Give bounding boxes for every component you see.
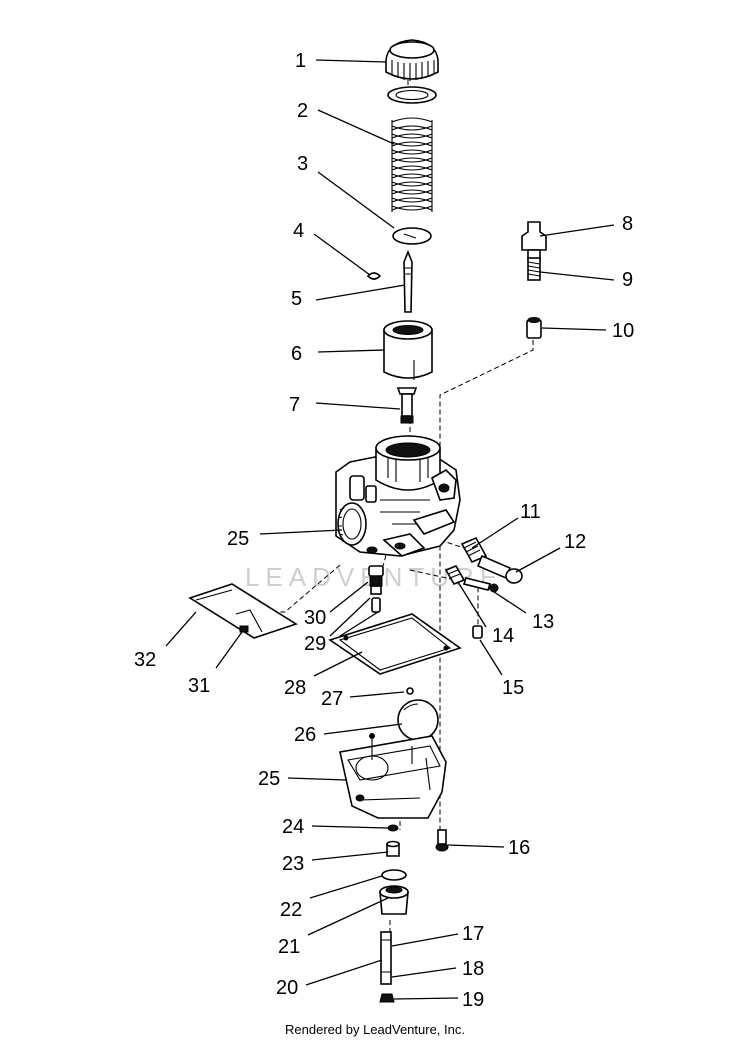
part-needle-valve	[406, 687, 414, 695]
part-carburetor-body	[335, 435, 461, 557]
part-throttle-slide	[383, 320, 433, 380]
part-vent-plate	[188, 583, 298, 639]
part-float-bowl	[339, 733, 447, 819]
part-cap	[385, 39, 439, 81]
callout-17: 17	[462, 923, 484, 945]
part-washer	[387, 86, 437, 104]
callout-21: 21	[278, 936, 300, 958]
callout-12: 12	[564, 531, 586, 553]
callout-30: 30	[304, 607, 326, 629]
callout-8: 8	[622, 213, 633, 235]
part-float	[397, 699, 439, 741]
part-spring	[391, 117, 433, 218]
callout-15: 15	[502, 677, 524, 699]
rendered-by-footer: Rendered by LeadVenture, Inc.	[285, 1022, 465, 1037]
callout-16: 16	[508, 837, 530, 859]
part-gasket	[328, 613, 462, 675]
part-e-clip	[366, 272, 382, 280]
callout-31: 31	[188, 675, 210, 697]
callout-19: 19	[462, 989, 484, 1011]
callout-28: 28	[284, 677, 306, 699]
part-jet-needle	[403, 249, 413, 313]
callout-23: 23	[282, 853, 304, 875]
callout-11: 11	[520, 501, 541, 523]
callout-22: 22	[280, 899, 302, 921]
leader-lines	[165, 59, 615, 1000]
callout-9: 9	[622, 269, 633, 291]
callout-24: 24	[282, 816, 304, 838]
callout-2: 2	[297, 100, 308, 122]
callout-labels: 1 2 3 4 5 6 7 8 9 10 11 12 13 14 15 16 1…	[134, 50, 634, 1011]
part-drain-tube	[380, 931, 392, 985]
callout-25-lower: 25	[258, 768, 280, 790]
callout-26: 26	[294, 724, 316, 746]
part-o-ring	[381, 869, 407, 881]
callout-18: 18	[462, 958, 484, 980]
part-drain-plug	[379, 885, 409, 915]
callout-32: 32	[134, 649, 156, 671]
callout-1: 1	[295, 50, 306, 72]
callout-7: 7	[289, 394, 300, 416]
callout-25-upper: 25	[227, 528, 249, 550]
part-intake-flange	[337, 502, 367, 546]
part-tube-plug	[379, 993, 395, 1003]
callout-20: 20	[276, 977, 298, 999]
callout-5: 5	[291, 288, 302, 310]
part-air-screw-assembly	[521, 221, 547, 339]
part-pilot-screw	[444, 564, 499, 593]
callout-3: 3	[297, 153, 308, 175]
part-bowl-screw	[435, 829, 449, 852]
part-throttle-stop-screw	[460, 536, 523, 584]
part-clip-plate	[392, 227, 432, 245]
part-needle-jet	[396, 387, 418, 424]
callout-10: 10	[612, 320, 634, 342]
callout-14: 14	[492, 625, 514, 647]
part-plug	[472, 625, 483, 639]
callout-27: 27	[321, 688, 343, 710]
part-pilot-jet	[368, 565, 384, 613]
callout-6: 6	[291, 343, 302, 365]
callout-4: 4	[293, 220, 304, 242]
callout-29: 29	[304, 633, 326, 655]
callout-13: 13	[532, 611, 554, 633]
part-main-jet	[386, 824, 400, 857]
